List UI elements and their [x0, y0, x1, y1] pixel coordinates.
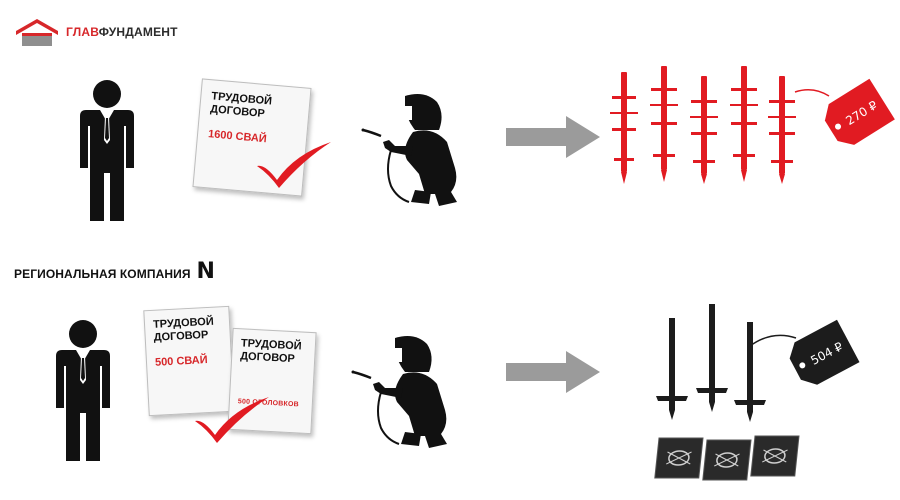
price-tag-icon: 270 ₽: [794, 78, 895, 145]
logo-text-dark: ФУНДАМЕНТ: [98, 25, 178, 39]
arrow-right-icon: [506, 351, 600, 393]
screw-piles-icon: [610, 66, 796, 184]
section-label: РЕГИОНАЛЬНАЯ КОМПАНИЯ N: [14, 259, 215, 284]
logo-house-icon: [16, 19, 58, 46]
welder-icon: [351, 336, 447, 448]
contract-a-quantity: 500 СВАЙ: [154, 354, 208, 369]
welder-icon: [361, 94, 457, 206]
logo-text-red: ГЛАВ: [66, 25, 99, 39]
price-tag-icon: 504 ₽: [749, 319, 860, 385]
businessman-icon: [80, 80, 134, 221]
checkmark-icon: [257, 142, 331, 188]
section-label-text: РЕГИОНАЛЬНАЯ КОМПАНИЯ: [14, 267, 191, 281]
screw-piles-icon: [656, 304, 766, 422]
businessman-icon: [56, 320, 110, 461]
contract-a-title-line2: ДОГОВОР: [153, 328, 209, 344]
checkmark-icon: [195, 397, 269, 443]
arrow-right-icon: [506, 116, 600, 158]
section-label-letter: N: [196, 259, 215, 284]
pile-caps-icon: [654, 435, 800, 481]
brand-logo: ГЛАВФУНДАМЕНТ: [14, 17, 178, 47]
